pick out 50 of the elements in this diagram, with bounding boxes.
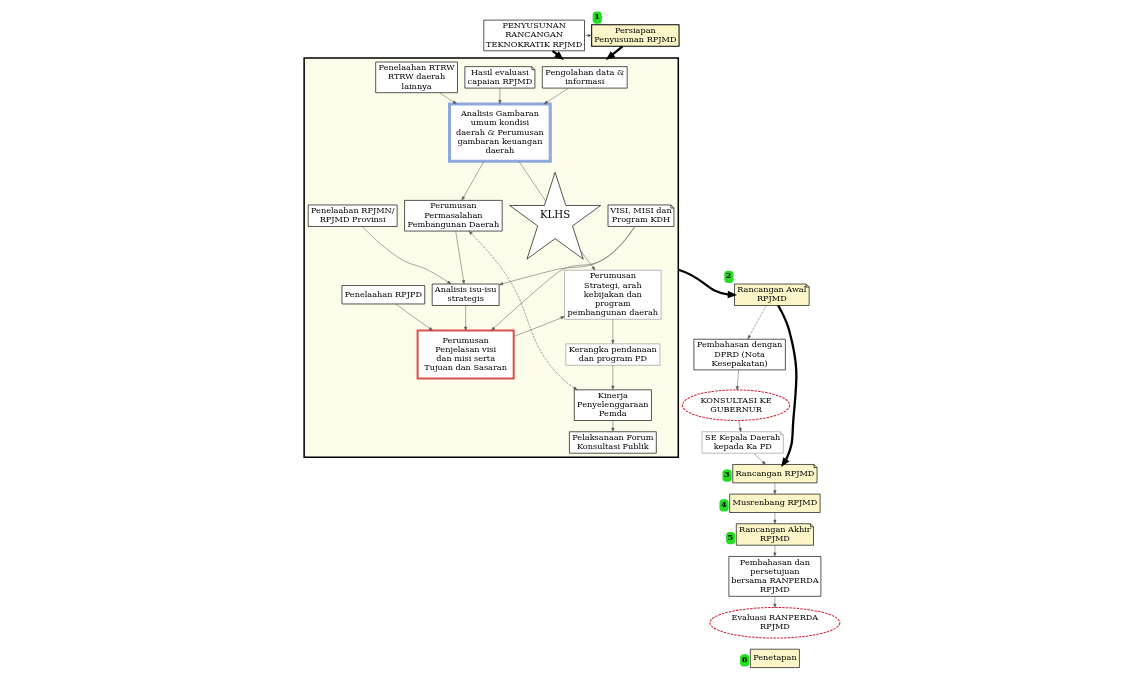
arrow	[498, 226, 635, 286]
arrow	[753, 453, 766, 465]
arrow	[490, 226, 635, 331]
node-label: 1	[593, 11, 600, 21]
node-box: Perumusan Strategi, arah kebijakan dan program pembangunan daerah	[563, 269, 661, 320]
node-box: Penelaahan RPJMN/ RPJMD Provinsi	[307, 204, 397, 227]
arrow	[463, 305, 467, 331]
arrow	[772, 596, 776, 608]
arrow	[513, 316, 565, 337]
node-label: 6	[741, 653, 747, 664]
node-box: Pelaksanaan Forum Konsultasi Publik	[568, 431, 657, 454]
arrow	[579, 250, 595, 271]
arrow	[747, 305, 766, 340]
arrow	[438, 92, 457, 105]
node-label: 5	[727, 531, 733, 542]
node-ellipse: Evaluasi RANPERDA RPJMD	[708, 606, 840, 639]
arrow	[605, 45, 623, 60]
node-box: PENYUSUNAN RANCANGAN TEKNOKRATIK RPJMD	[482, 19, 585, 52]
arrow	[468, 230, 578, 391]
node-label: 4	[720, 498, 727, 509]
arrow	[610, 319, 614, 344]
arrow	[738, 420, 742, 432]
node-label: 2	[725, 270, 732, 281]
arrow	[772, 482, 776, 495]
node-box: Perumusan Permasalahan Pembangunan Daerah	[403, 200, 503, 232]
arrow	[772, 512, 776, 524]
node-label: 3	[723, 469, 730, 480]
arrow	[610, 365, 614, 390]
node-box: Analisis isu-isu strategis	[431, 283, 499, 306]
arrow	[497, 88, 501, 105]
node-box: Penelaahan RPJPD	[341, 285, 425, 305]
node-box: Pengolahan data & informasi	[541, 66, 627, 89]
node-box: Pembahasan dengan DPRD (Nota Kesepakatan)	[693, 338, 786, 371]
arrow	[361, 226, 451, 285]
node-box: Penelaahan RTRW RTRW daerah lainnya	[374, 61, 458, 94]
arrow	[610, 420, 614, 432]
arrow	[543, 87, 569, 105]
node-box: Kerangka pendanaan dan program PD	[565, 343, 660, 366]
cluster	[302, 57, 679, 459]
arrow	[772, 545, 776, 557]
node-box: Pembahasan dan persetujuan bersama RANPERDA RPJMD	[728, 556, 821, 597]
arrow	[776, 304, 798, 468]
connector	[518, 161, 546, 202]
arrow	[735, 369, 739, 391]
node-box: Kinerja Penyelenggaraan Pemda	[573, 389, 652, 421]
node-ellipse: KONSULTASI KE GUBERNUR	[681, 389, 790, 421]
arrow	[394, 303, 433, 331]
arrow	[583, 33, 592, 37]
arrow	[454, 230, 465, 285]
arrow	[461, 161, 484, 201]
